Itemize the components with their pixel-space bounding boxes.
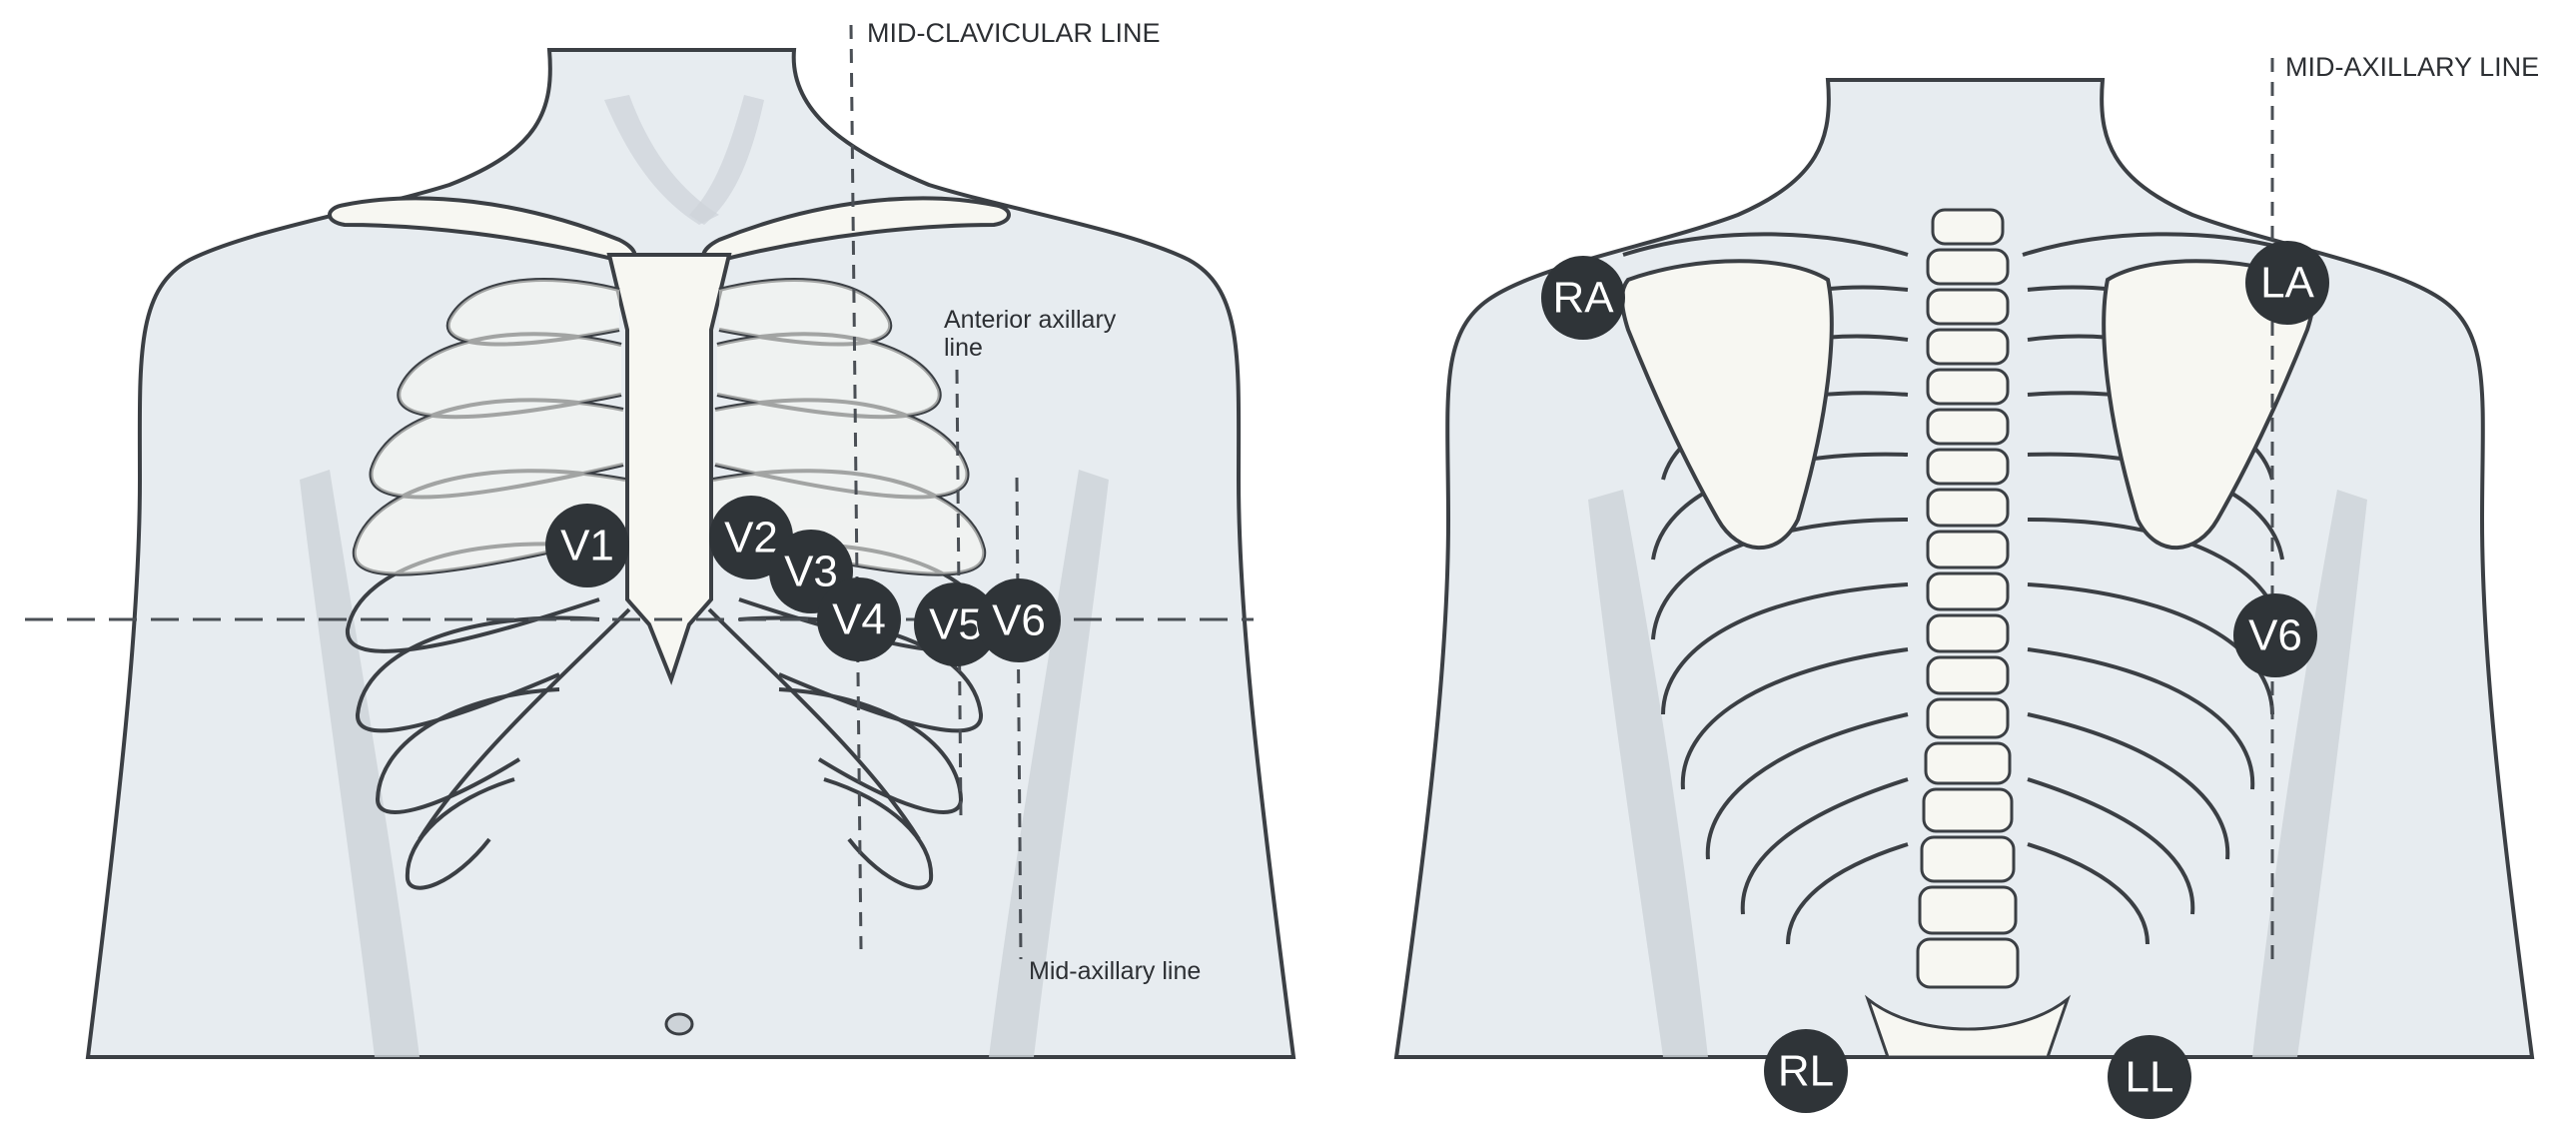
electrode-v3-label: V3 (784, 548, 838, 596)
front-right-rib-fill (354, 280, 625, 574)
front-neck-shadow (604, 95, 719, 225)
front-left-rib-fill (713, 280, 985, 574)
left-scapula (2102, 259, 2315, 551)
electrode-v1-label: V1 (560, 522, 614, 570)
mid-clavicular-guide-line (849, 24, 863, 950)
electrode-ra: RA (1541, 256, 1625, 340)
electrode-rl-label: RL (1778, 1047, 1834, 1096)
electrode-rl: RL (1764, 1029, 1848, 1113)
mid-axillary-label-back: MID-AXILLARY LINE (2285, 52, 2539, 82)
electrode-v6-front-label: V6 (992, 596, 1046, 645)
front-neck-shadow-right (689, 95, 764, 225)
front-view: MID-CLAVICULAR LINE Anterior axillary li… (25, 18, 1296, 1059)
mid-axillary-guide-line-front (1015, 477, 1023, 960)
electrode-ll: LL (2108, 1035, 2191, 1119)
electrode-ll-label: LL (2126, 1053, 2174, 1102)
electrode-v4-label: V4 (832, 595, 886, 644)
electrode-la-label: LA (2260, 259, 2314, 308)
electrode-v5-label: V5 (929, 600, 983, 649)
front-left-arm-shadow (989, 470, 1109, 1057)
back-right-arm-shadow (1588, 490, 1708, 1057)
electrode-v2-label: V2 (724, 514, 778, 563)
electrode-la: LA (2245, 241, 2329, 325)
electrode-v6-front: V6 (977, 578, 1061, 662)
front-costal-margin (418, 607, 921, 841)
mid-clavicular-label: MID-CLAVICULAR LINE (867, 18, 1161, 48)
back-left-arm-shadow (2252, 490, 2367, 1057)
navel (664, 1012, 694, 1036)
mid-axillary-label-front: Mid-axillary line (1029, 957, 1201, 985)
electrode-v4: V4 (817, 577, 901, 661)
electrode-v1: V1 (545, 504, 629, 587)
electrode-v6-back-label: V6 (2248, 611, 2302, 660)
front-right-arm-shadow (300, 470, 420, 1057)
anterior-axillary-label-line2: line (944, 334, 983, 362)
right-scapula (1620, 259, 1834, 551)
spine (1864, 208, 2072, 1059)
electrode-v6-back: V6 (2233, 593, 2317, 677)
back-view: MID-AXILLARY LINE RA LA V6 RL LL (1393, 52, 2539, 1119)
anterior-axillary-label-line1: Anterior axillary (944, 306, 1117, 334)
electrode-ra-label: RA (1552, 274, 1614, 323)
electrode-v5: V5 (914, 582, 998, 666)
electrode-v3: V3 (769, 530, 853, 613)
